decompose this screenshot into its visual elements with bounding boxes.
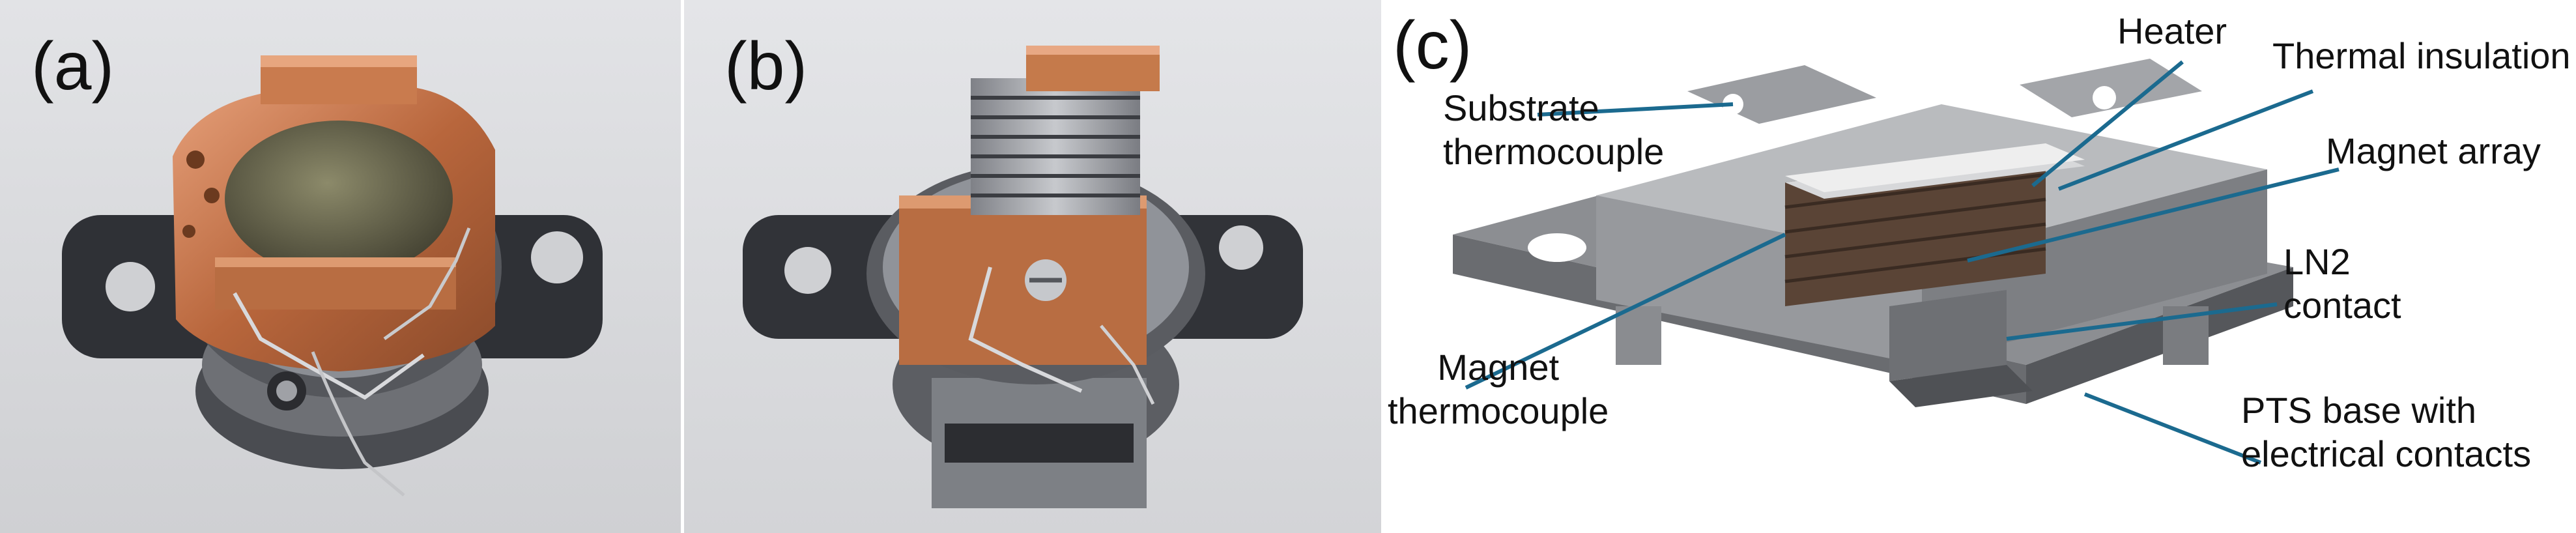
leader-lines — [1465, 60, 2340, 465]
label-substrate-thermocouple: Substrate thermocouple — [1443, 87, 1665, 173]
cad-cutaway — [1381, 0, 2576, 533]
label-pts-base: PTS base with electrical contacts — [2241, 390, 2532, 475]
panel-b-photo: (b) — [684, 0, 1381, 533]
panel-label-c: (c) — [1393, 8, 1472, 83]
label-magnet-array: Magnet array — [2326, 130, 2541, 171]
holder-photo-a — [0, 0, 681, 533]
label-thermal-insulation: Thermal insulation — [2272, 35, 2571, 76]
label-heater: Heater — [2117, 10, 2227, 51]
panel-label-b: (b) — [724, 29, 808, 104]
panel-a-photo: (a) — [0, 0, 681, 533]
label-magnet-thermocouple: Magnet thermocouple — [1388, 347, 1609, 432]
panel-label-a: (a) — [31, 29, 115, 104]
panel-c-cad-diagram: (c) Heater Thermal insulation Substrate … — [1381, 0, 2576, 533]
label-ln2-contact: LN2 contact — [2283, 241, 2401, 326]
holder-photo-b — [684, 0, 1381, 533]
